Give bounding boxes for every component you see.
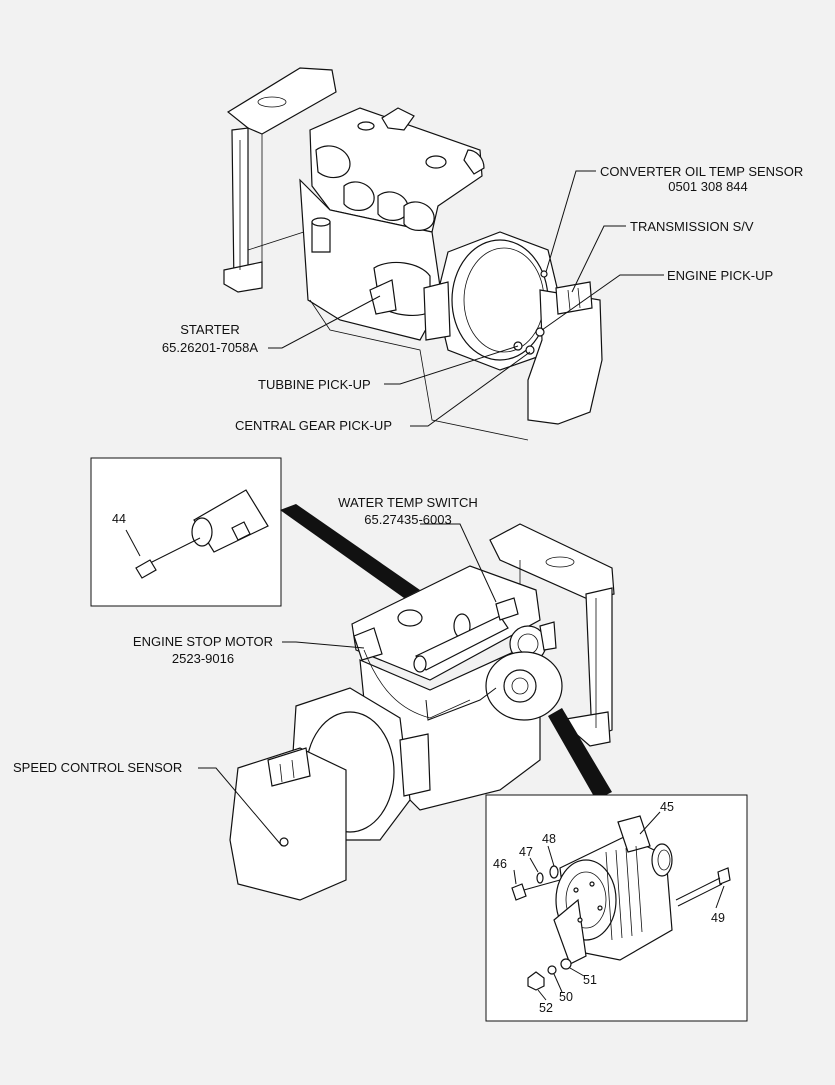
transmission-sv-label: TRANSMISSION S/V xyxy=(630,219,754,234)
top-radiator xyxy=(223,67,337,293)
top-leader-lines xyxy=(268,170,664,427)
item-number-47: 47 xyxy=(519,845,533,859)
converter-oil-temp-label: CONVERTER OIL TEMP SENSOR xyxy=(600,164,803,179)
starter-part: 65.26201-7058A xyxy=(162,340,258,355)
lower-leader-lines xyxy=(198,523,497,847)
item-number-50: 50 xyxy=(559,990,573,1004)
speed-control-sensor-label: SPEED CONTROL SENSOR xyxy=(13,760,182,775)
starter-label: STARTER xyxy=(180,322,239,337)
item-number-46: 46 xyxy=(493,857,507,871)
turbine-pickup-label: TUBBINE PICK-UP xyxy=(258,377,371,392)
central-gear-pickup-label: CENTRAL GEAR PICK-UP xyxy=(235,418,392,433)
detail-pointer xyxy=(548,708,612,800)
item-number-48: 48 xyxy=(542,832,556,846)
converter-oil-temp-part: 0501 308 844 xyxy=(668,179,748,194)
engine-stop-motor-part: 2523-9016 xyxy=(172,651,234,666)
item-number-52: 52 xyxy=(539,1001,553,1015)
item-number-49: 49 xyxy=(711,911,725,925)
item-number-51: 51 xyxy=(583,973,597,987)
inset-box-water-temp xyxy=(90,457,420,607)
water-temp-switch-part: 65.27435-6003 xyxy=(364,512,451,527)
water-temp-switch-label: WATER TEMP SWITCH xyxy=(338,495,478,510)
engine-pickup-label: ENGINE PICK-UP xyxy=(667,268,773,283)
top-engine-block xyxy=(299,107,485,341)
item-number-45: 45 xyxy=(660,800,674,814)
top-transmission xyxy=(309,231,603,441)
engine-stop-motor-label: ENGINE STOP MOTOR xyxy=(133,634,273,649)
lower-engine-assembly xyxy=(229,523,615,901)
alternator-detail-box xyxy=(485,794,748,1022)
item-number-44: 44 xyxy=(112,512,126,526)
top-engine-assembly xyxy=(223,67,603,441)
